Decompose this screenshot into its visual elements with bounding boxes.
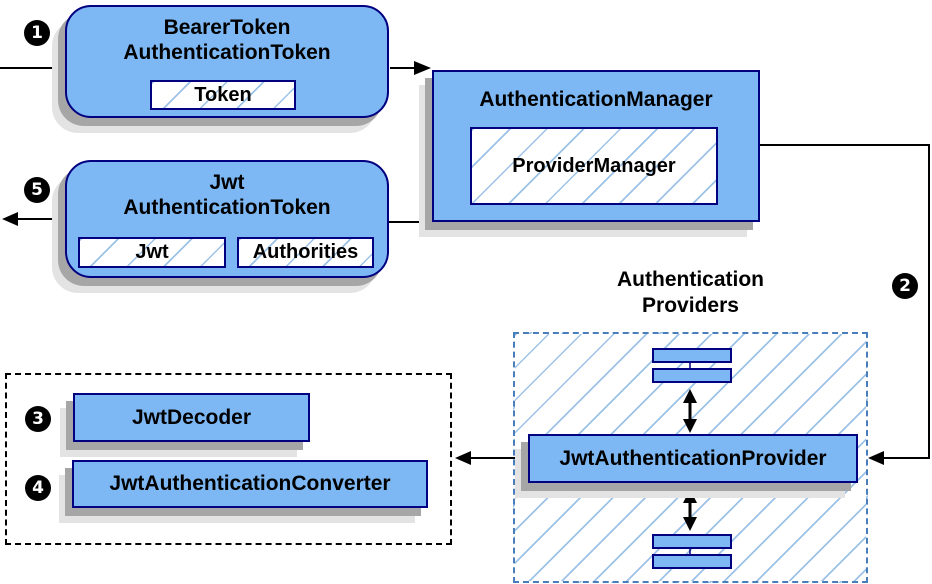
token-to-manager-arrowhead-icon <box>414 61 431 75</box>
authentication-manager-node: AuthenticationManager ProviderManager <box>432 70 760 222</box>
bearer-token-title-line2: AuthenticationToken <box>123 41 331 64</box>
decoder-converter-group-box <box>5 373 452 545</box>
manager-to-provider-arrowhead-icon <box>868 451 884 465</box>
jwt-authentication-converter-node: JwtAuthenticationConverter <box>72 460 428 508</box>
result-out-arrowhead-icon <box>2 212 18 226</box>
jwt-token-title-line2: AuthenticationToken <box>123 196 331 219</box>
step-2-number: 2 <box>899 276 911 296</box>
jwt-decoder-node: JwtDecoder <box>73 393 310 442</box>
provider-stack-rect-top-2 <box>652 368 732 383</box>
providers-label-line2: Providers <box>642 294 739 317</box>
provider-to-converter-arrowhead-icon <box>455 451 471 465</box>
provider-manager-field: ProviderManager <box>470 127 718 205</box>
jwt-authentication-provider-node: JwtAuthenticationProvider <box>528 434 858 483</box>
jwt-token-title-line1: Jwt <box>209 171 245 194</box>
jwt-field-label: Jwt <box>135 241 169 263</box>
authorities-field-label: Authorities <box>252 241 359 263</box>
step-5-badge: 5 <box>24 177 50 203</box>
provider-stack-rect-bottom-2 <box>652 554 732 569</box>
provider-stack-rect-top-1 <box>652 348 732 363</box>
step-1-badge: 1 <box>24 20 50 46</box>
jwt-authentication-provider-label: JwtAuthenticationProvider <box>559 446 827 470</box>
authorities-field: Authorities <box>237 237 374 268</box>
jwt-authentication-token-node: Jwt AuthenticationToken Jwt Authorities <box>65 160 389 278</box>
step-4-number: 4 <box>32 478 44 498</box>
step-3-number: 3 <box>32 409 44 429</box>
bearer-token-node-title: BearerToken AuthenticationToken <box>67 7 387 65</box>
provider-stack-rect-bottom-1 <box>652 534 732 549</box>
step-1-number: 1 <box>31 23 43 43</box>
jwt-decoder-label: JwtDecoder <box>131 405 252 429</box>
step-5-number: 5 <box>31 180 43 200</box>
providers-label-line1: Authentication <box>617 268 764 291</box>
jwt-authentication-converter-label: JwtAuthenticationConverter <box>109 472 391 495</box>
token-field: Token <box>150 80 296 110</box>
provider-manager-label: ProviderManager <box>512 154 676 177</box>
jwt-token-node-title: Jwt AuthenticationToken <box>67 162 387 220</box>
authentication-manager-title: AuthenticationManager <box>434 72 758 112</box>
jwt-field: Jwt <box>78 237 226 268</box>
step-4-badge: 4 <box>25 475 51 501</box>
token-field-label: Token <box>194 83 252 106</box>
step-2-badge: 2 <box>892 273 918 299</box>
bearer-token-title-line1: BearerToken <box>163 16 291 39</box>
step-3-badge: 3 <box>25 406 51 432</box>
authentication-providers-label: Authentication Providers <box>513 267 868 319</box>
authentication-manager-title-text: AuthenticationManager <box>479 88 713 111</box>
bearer-token-authentication-token-node: BearerToken AuthenticationToken Token <box>65 5 389 118</box>
